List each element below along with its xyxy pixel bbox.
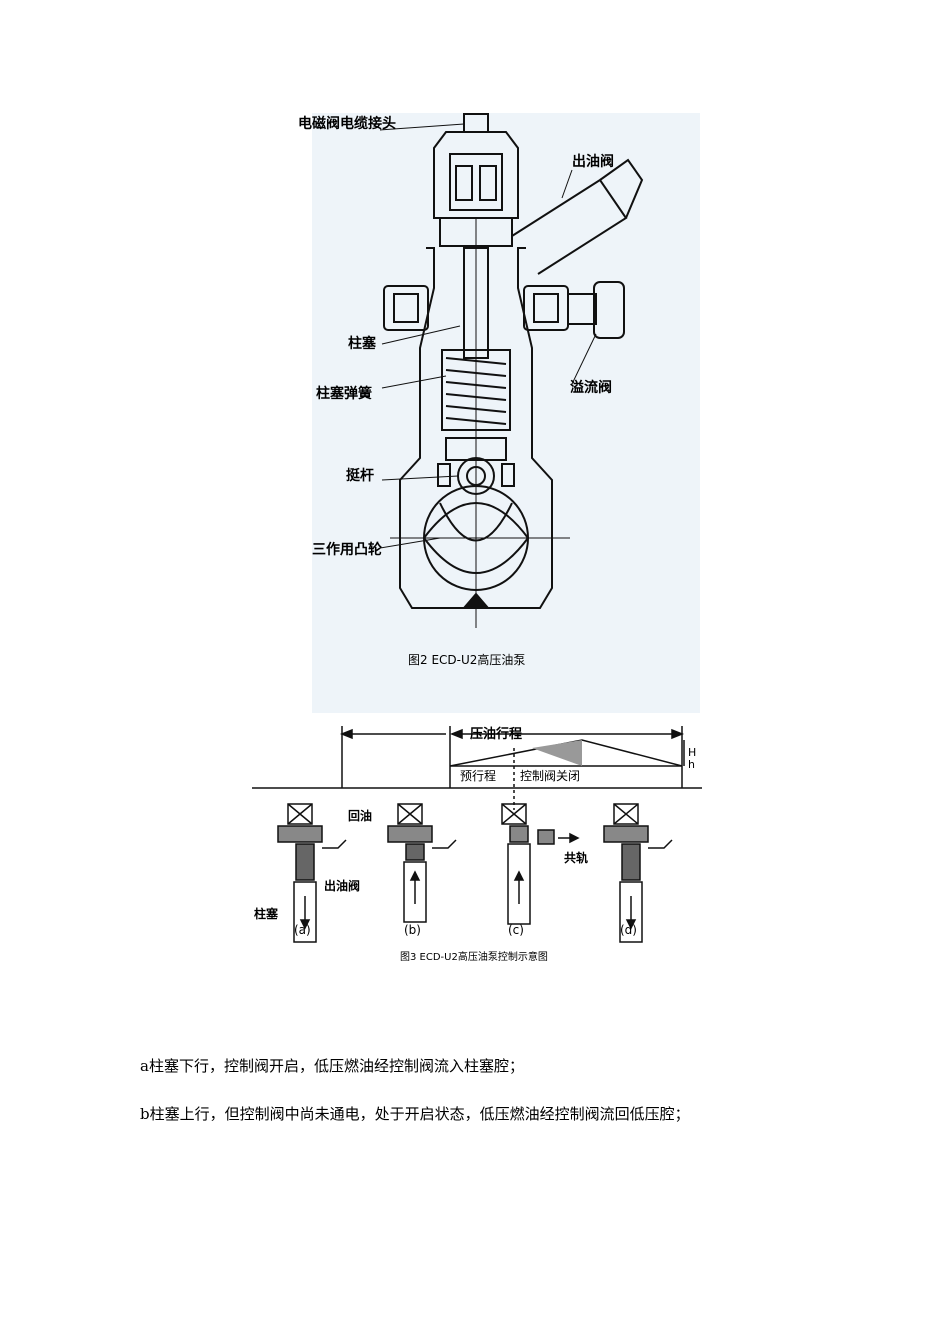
panel-label-b: (b) [404, 923, 421, 937]
label-h: h [688, 758, 695, 771]
figure-2-pump-section: 电磁阀电缆接头 出油阀 柱塞 柱塞弹簧 溢流阀 挺杆 三作用凸轮 图2 ECD-… [250, 108, 702, 716]
figure-3-control-schematic: 压油行程 预行程 控制阀关闭 H h [252, 718, 704, 968]
label-outlet-valve: 出油阀 [572, 153, 614, 170]
label-plunger-3: 柱塞 [254, 906, 279, 921]
panel-label-a: (a) [294, 923, 311, 937]
panel-label-c: (c) [508, 923, 524, 937]
figure-2-caption: 图2 ECD-U2高压油泵 [408, 652, 525, 667]
label-control-valve-closed: 控制阀关闭 [520, 769, 580, 783]
label-common-rail: 共轨 [564, 850, 588, 865]
figure-background [312, 113, 700, 713]
label-H: H [688, 746, 696, 759]
figure-3-caption: 图3 ECD-U2高压油泵控制示意图 [400, 950, 548, 963]
pump-drawing: 电磁阀电缆接头 出油阀 柱塞 柱塞弹簧 溢流阀 挺杆 三作用凸轮 图2 ECD-… [298, 113, 700, 713]
paragraph-a: a柱塞下行，控制阀开启，低压燃油经控制阀流入柱塞腔； [140, 1057, 524, 1075]
panel-label-d: (d) [620, 923, 637, 937]
label-solenoid-connector: 电磁阀电缆接头 [298, 115, 396, 132]
label-return-oil: 回油 [348, 808, 372, 823]
label-triple-cam: 三作用凸轮 [312, 541, 382, 558]
label-overflow-valve: 溢流阀 [570, 379, 612, 396]
label-plunger: 柱塞 [348, 335, 377, 352]
label-pre-stroke: 预行程 [460, 768, 496, 783]
label-pressure-stroke: 压油行程 [470, 726, 522, 742]
label-plunger-spring: 柱塞弹簧 [316, 385, 372, 402]
control-schematic-drawing: 压油行程 预行程 控制阀关闭 H h [252, 726, 702, 963]
label-tappet: 挺杆 [346, 467, 374, 484]
paragraph-b: b柱塞上行，但控制阀中尚未通电，处于开启状态，低压燃油经控制阀流回低压腔； [140, 1105, 690, 1123]
label-outlet-valve-3: 出油阀 [324, 878, 360, 893]
